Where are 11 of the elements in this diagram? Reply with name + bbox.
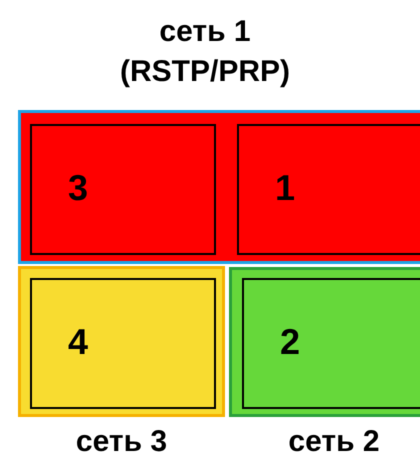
network-label: сеть 3: [74, 424, 168, 460]
device-box: [30, 124, 216, 255]
device-number: 4: [68, 320, 88, 364]
device-box: [242, 278, 420, 409]
device-number: 1: [275, 166, 296, 210]
device-number: 3: [68, 166, 88, 210]
network-label: сеть 1 (RSTP/PRP): [118, 14, 291, 90]
device-box: [30, 278, 216, 409]
device-box: [237, 124, 420, 255]
network-label: сеть 2: [287, 424, 381, 460]
device-number: 2: [280, 320, 300, 364]
